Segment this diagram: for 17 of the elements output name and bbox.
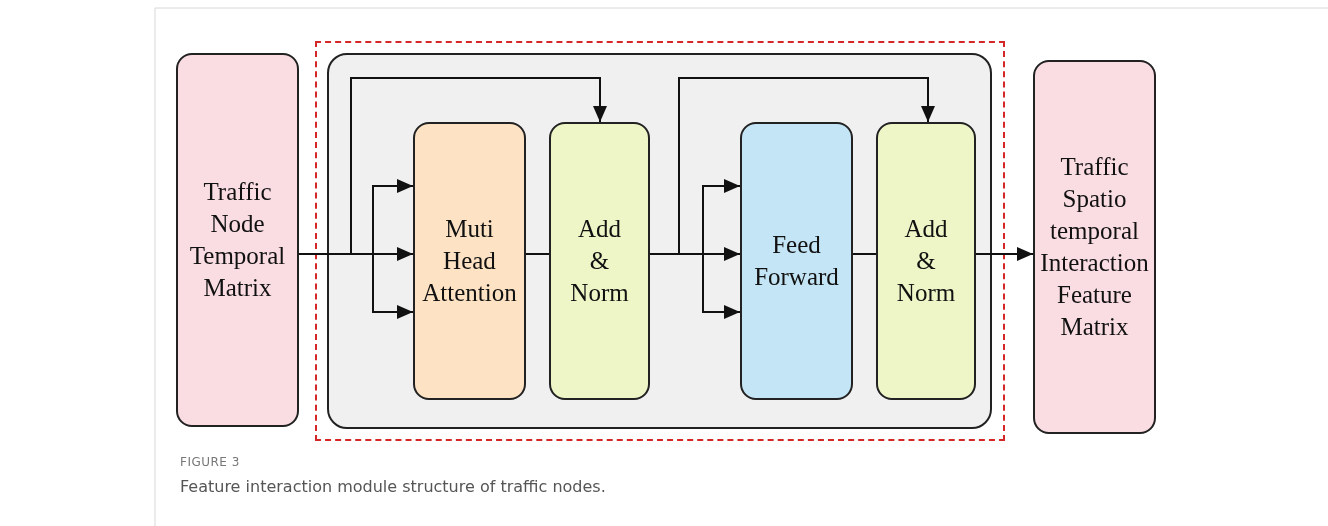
connector-line: [525, 253, 550, 255]
box-label: Add & Norm: [896, 214, 956, 308]
input-matrix-box: [176, 53, 299, 427]
add-norm-box: [876, 122, 976, 400]
box-label: Muti Head Attention: [422, 214, 517, 308]
output-matrix-box: [1033, 60, 1156, 434]
box-label: Add & Norm: [570, 214, 629, 308]
connector-line: [852, 253, 877, 255]
feed-forward-box: [740, 122, 853, 400]
arrow: [975, 247, 1034, 261]
attention-box: [413, 122, 526, 400]
box-label: Traffic Spatio temporal Interaction Feature Matrix: [1040, 152, 1149, 342]
box-label: Traffic Node Temporal Matrix: [189, 177, 286, 303]
add-norm-box: [549, 122, 650, 400]
box-label: Feed Forward: [754, 230, 839, 292]
figure-caption: Feature interaction module structure of traffic nodes.: [180, 477, 606, 496]
figure-number: FIGURE 3: [180, 455, 240, 469]
